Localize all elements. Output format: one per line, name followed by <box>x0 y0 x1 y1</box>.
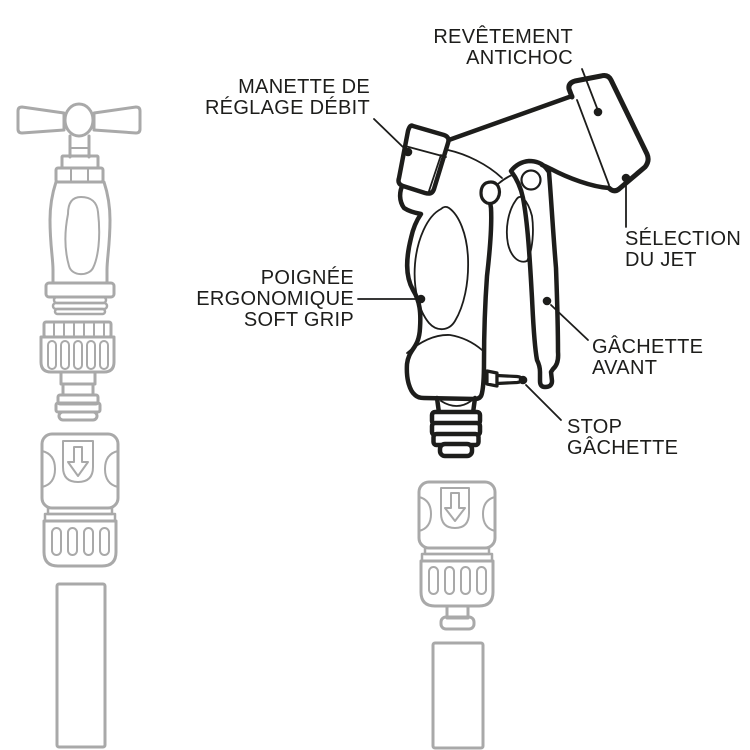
callout-line: SOFT GRIP <box>243 309 354 331</box>
down-arrow-icon <box>67 446 89 477</box>
callout-line: SÉLECTION <box>625 228 742 250</box>
callout-poignee-ergonomique: POIGNÉE ERGONOMIQUE SOFT GRIP <box>196 268 354 331</box>
callout-line: RÉGLAGE DÉBIT <box>204 97 370 119</box>
callout-selection-du-jet: SÉLECTION DU JET <box>625 229 741 271</box>
callout-line: GÂCHETTE <box>567 437 679 459</box>
callout-line: POIGNÉE <box>260 267 354 289</box>
callout-leaders <box>357 68 631 421</box>
callout-line: STOP <box>567 416 623 438</box>
bottom-quick-connector-illustration <box>417 480 497 631</box>
gun-body-contour <box>447 149 503 179</box>
flow-knob <box>396 123 451 196</box>
callout-line: AVANT <box>592 357 658 379</box>
down-arrow-icon <box>444 492 466 522</box>
tap-connector-illustration <box>39 320 116 422</box>
callout-line: DU JET <box>625 249 697 271</box>
callout-stop-gachette: STOP GÂCHETTE <box>567 417 678 459</box>
callout-line: ANTICHOC <box>466 47 573 69</box>
soft-grip-contour <box>413 206 470 331</box>
callout-line: MANETTE DE <box>238 76 370 98</box>
callout-line: REVÊTEMENT <box>433 26 573 48</box>
callout-gachette-avant: GÂCHETTE AVANT <box>592 337 703 379</box>
trigger-inner-contour <box>505 195 534 263</box>
gun-handle <box>397 181 494 402</box>
trigger-pivot <box>520 169 542 191</box>
gun-head-band <box>576 99 610 186</box>
hose-illustration <box>55 582 107 749</box>
callout-revetement-antichoc: REVÊTEMENT ANTICHOC <box>433 27 573 69</box>
tap-illustration <box>16 102 142 316</box>
gun-barrel-top <box>443 93 575 144</box>
gun-trigger <box>508 158 561 390</box>
quick-connector-illustration <box>40 432 120 568</box>
bottom-hose-illustration <box>431 641 485 750</box>
callout-manette-reglage-debit: MANETTE DE RÉGLAGE DÉBIT <box>205 77 370 119</box>
gun-barrel-bottom <box>539 162 612 191</box>
spray-gun-illustration <box>396 73 651 459</box>
callout-line: GÂCHETTE <box>592 336 704 358</box>
gun-outlet-fitting <box>429 395 483 459</box>
callout-line: ERGONOMIQUE <box>196 288 354 310</box>
trigger-stop-lever <box>485 369 524 388</box>
gun-head <box>566 73 651 194</box>
gun-lock-nub <box>479 180 502 206</box>
